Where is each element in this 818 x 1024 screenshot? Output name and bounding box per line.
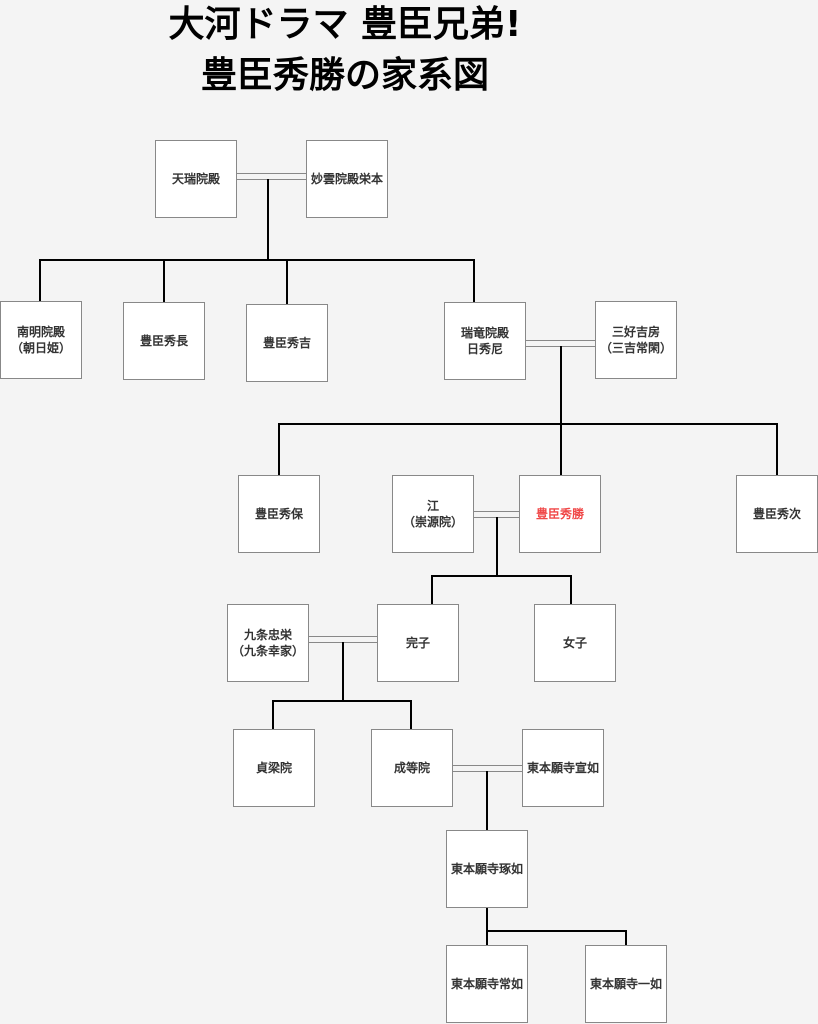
marriage-line — [309, 636, 377, 643]
marriage-line — [453, 765, 522, 772]
person-name: 九条忠栄 （九条幸家） — [231, 628, 304, 658]
person-name: 東本願寺宣如 — [526, 761, 599, 775]
person-name: 東本願寺常如 — [450, 977, 523, 991]
person-box-hidekatsu: 豊臣秀勝 — [519, 475, 601, 553]
person-box-zuiryuin: 瑞竜院殿 日秀尼 — [444, 302, 526, 380]
person-box-nanmeiin: 南明院殿 （朝日姫） — [0, 301, 82, 379]
person-name: 貞梁院 — [255, 761, 292, 775]
person-name: 豊臣秀保 — [254, 507, 303, 521]
person-box-joshi: 女子 — [534, 604, 616, 682]
person-name: 東本願寺一如 — [589, 977, 662, 991]
descent-line — [431, 517, 572, 604]
person-name: 豊臣秀勝 — [535, 507, 584, 521]
person-box-ichinyo: 東本願寺一如 — [585, 945, 667, 1023]
person-name: 妙雲院殿栄本 — [310, 172, 383, 186]
person-name: 天瑞院殿 — [171, 172, 220, 186]
person-box-sennyo: 東本願寺宣如 — [522, 729, 604, 807]
diagram-title-line2: 豊臣秀勝の家系図 — [200, 55, 489, 96]
person-box-joutouin: 成等院 — [371, 729, 453, 807]
person-box-sadako: 完子 — [377, 604, 459, 682]
marriage-line — [237, 173, 306, 180]
person-box-myouunin: 妙雲院殿栄本 — [306, 140, 388, 218]
person-box-gou: 江 （崇源院） — [392, 475, 474, 553]
marriage-line — [526, 340, 595, 347]
diagram-title-line1: 大河ドラマ 豊臣兄弟! — [168, 4, 522, 45]
person-box-jonyo: 東本願寺常如 — [446, 945, 528, 1023]
person-box-hidenaga: 豊臣秀長 — [123, 302, 205, 380]
person-name: 南明院殿 （朝日姫） — [10, 325, 71, 355]
person-box-miyoshi: 三好吉房 （三吉常閑） — [595, 301, 677, 379]
descent-line — [272, 642, 412, 729]
descent-line — [39, 179, 475, 304]
descent-line — [486, 771, 627, 945]
person-name: 東本願寺琢如 — [450, 862, 523, 876]
person-name: 瑞竜院殿 日秀尼 — [460, 326, 509, 356]
person-name: 豊臣秀長 — [139, 334, 188, 348]
person-box-tenzuiin: 天瑞院殿 — [155, 140, 237, 218]
person-name: 豊臣秀次 — [752, 507, 801, 521]
person-name: 成等院 — [393, 761, 430, 775]
person-name: 豊臣秀吉 — [262, 336, 311, 350]
person-name: 三好吉房 （三吉常閑） — [599, 325, 672, 355]
marriage-line — [474, 511, 519, 518]
person-name: 江 （崇源院） — [402, 499, 463, 529]
person-name: 女子 — [562, 636, 587, 650]
person-name: 完子 — [405, 636, 430, 650]
person-box-kujo: 九条忠栄 （九条幸家） — [227, 604, 309, 682]
descent-line — [278, 346, 778, 475]
person-box-hidetsugu: 豊臣秀次 — [736, 475, 818, 553]
person-box-hideyasu: 豊臣秀保 — [238, 475, 320, 553]
person-box-takunyo: 東本願寺琢如 — [446, 830, 528, 908]
person-box-teiryoin: 貞梁院 — [233, 729, 315, 807]
person-box-hideyoshi: 豊臣秀吉 — [246, 304, 328, 382]
